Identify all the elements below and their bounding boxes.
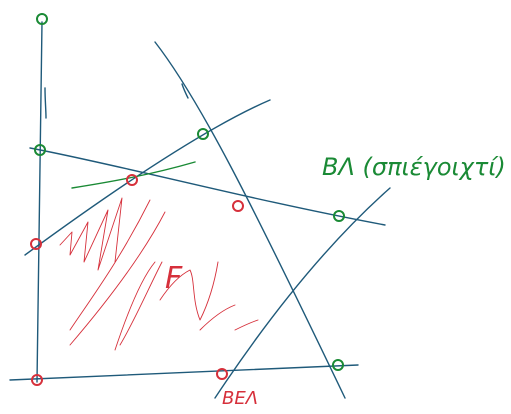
hatch-stroke-6 xyxy=(159,261,219,321)
green-point-right xyxy=(333,210,345,222)
red-point-top xyxy=(126,174,138,186)
green-point-top xyxy=(36,13,48,25)
hatch-stroke-5 xyxy=(119,261,163,346)
bel-label: ΒΕΛ xyxy=(222,388,258,409)
green-point-axis xyxy=(34,144,46,156)
hatch-stroke-8 xyxy=(234,319,259,331)
objective-function-line xyxy=(71,161,196,189)
red-point-right xyxy=(232,200,244,212)
x-axis-line xyxy=(9,364,359,381)
y-axis-shadow-stroke xyxy=(44,87,47,119)
bl-label: ΒΛ (σπιέγοιχτί) xyxy=(322,153,506,181)
red-point-left xyxy=(30,238,42,250)
hatch-stroke-7 xyxy=(199,304,236,331)
hatch-stroke-4 xyxy=(114,261,156,351)
feasible-region-hatching xyxy=(59,197,259,351)
y-axis-line xyxy=(36,21,43,383)
red-points xyxy=(30,174,244,386)
green-points xyxy=(34,13,345,371)
red-point-origin xyxy=(31,374,43,386)
red-point-bottom xyxy=(216,368,228,380)
constraint-line-2 xyxy=(24,99,271,256)
region-f-label: F xyxy=(165,261,183,296)
green-point-bottom-right xyxy=(332,359,344,371)
hatch-stroke-1 xyxy=(59,197,123,271)
constraint-line-4 xyxy=(214,187,391,399)
constraint-line-3-tick xyxy=(181,83,189,99)
green-point-upper xyxy=(197,128,209,140)
constraint-lines xyxy=(9,21,391,399)
constraint-line-3 xyxy=(154,41,346,399)
hatch-stroke-3 xyxy=(69,211,166,346)
hatch-stroke-2 xyxy=(69,199,151,331)
objective-line xyxy=(71,161,196,189)
constraint-line-1 xyxy=(29,147,386,226)
